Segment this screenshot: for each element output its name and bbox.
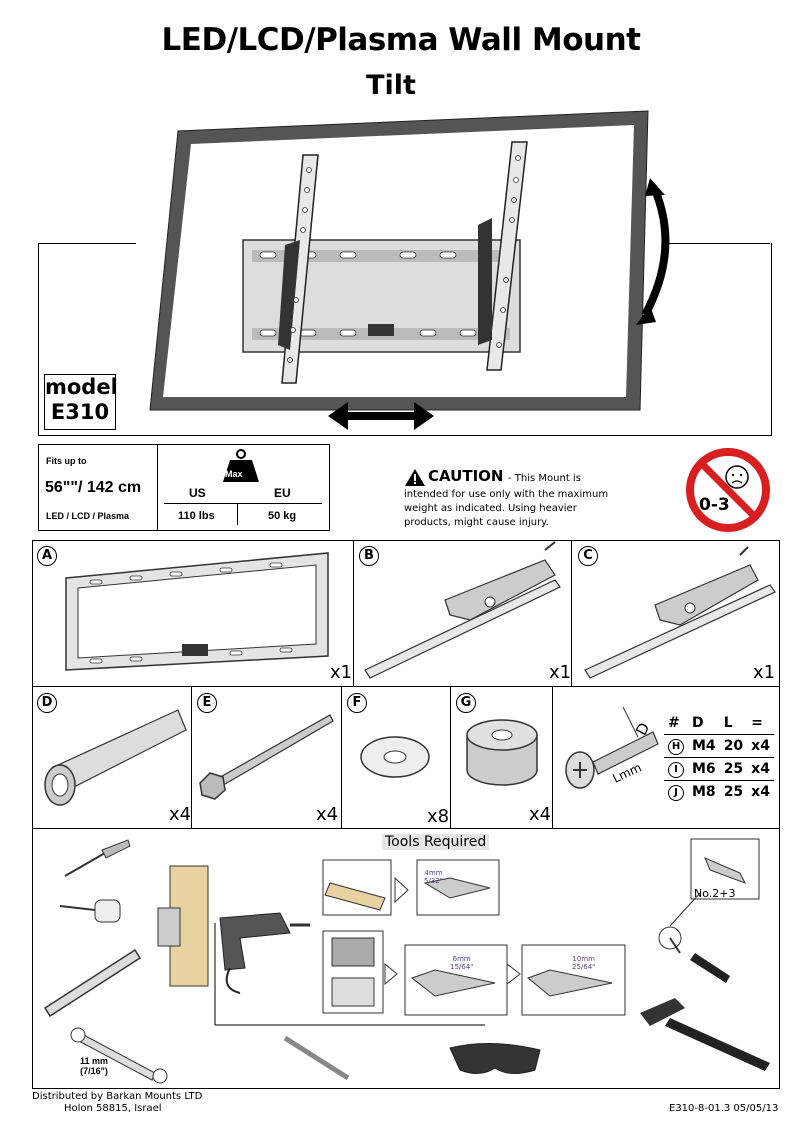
wrench-mm: 11 mm	[80, 1056, 109, 1066]
part-d-anchor	[44, 709, 187, 806]
screw-header-l: L	[723, 715, 733, 731]
part-a-qty: x1	[330, 662, 353, 683]
screw-row-j-q: x4	[751, 784, 770, 800]
part-f-label: F	[347, 693, 367, 713]
hero-frame-top-right	[665, 243, 770, 244]
screw-row-i-q: x4	[751, 761, 770, 777]
screw-row-h-d: M4	[692, 738, 716, 754]
drill3-in: 25/64"	[572, 963, 596, 971]
caution-text-2: intended for use only with the maximum	[404, 489, 609, 500]
tv-mount-illustration	[149, 110, 670, 430]
part-e-qty: x4	[316, 804, 339, 825]
fits-size: 56""/ 142 cm	[45, 479, 142, 496]
screw-header-d: D	[692, 715, 704, 731]
model-number: E310	[50, 400, 110, 424]
footer-distributor: Distributed by Barkan Mounts LTD Holon 5…	[32, 1091, 202, 1115]
part-a-wall-plate	[65, 552, 329, 671]
screw-bolt-icon	[565, 706, 659, 789]
us-value: 110 lbs	[178, 510, 215, 522]
screwdriver-label: No.2+3	[694, 887, 736, 900]
drill1-mm: 4mm	[424, 869, 443, 877]
eu-value: 50 kg	[268, 510, 297, 522]
part-e-screw	[199, 714, 334, 800]
eu-header: EU	[274, 486, 291, 500]
part-b-label: B	[359, 546, 379, 566]
drill3-label: 10mm 25/64"	[572, 955, 595, 971]
screw-header-q: =	[751, 715, 763, 731]
age-warning-label: 0-3	[699, 495, 730, 515]
screw-table: # D L = H M4 20 x4 I M6 25 x4 J M8 25 x4	[664, 712, 774, 803]
part-b-qty: x1	[549, 662, 572, 683]
screw-row-i-l: 25	[723, 761, 744, 777]
drill2-label: 6mm 15/64"	[450, 955, 473, 971]
weight-icon-label: Max	[225, 469, 243, 479]
page-subtitle: Tilt	[366, 70, 416, 101]
age-warning-icon	[686, 448, 770, 532]
model-box: model E310	[44, 374, 118, 430]
part-d-qty: x4	[169, 804, 192, 825]
part-a-label: A	[37, 546, 57, 566]
fits-label: Fits up to	[46, 456, 87, 466]
fits-box: Fits up to 56""/ 142 cm LED / LCD / Plas…	[38, 444, 330, 531]
wrench-in: (7/16")	[80, 1066, 108, 1076]
footer-dist-line2: Holon 58815, Israel	[64, 1103, 162, 1114]
footer-dist-line1: Distributed by Barkan Mounts LTD	[32, 1091, 203, 1102]
caution-title: CAUTION	[428, 467, 504, 485]
weight-icon	[223, 449, 259, 482]
caution-text: intended for use only with the maximum w…	[404, 488, 608, 530]
caution-text-3: weight as indicated. Using heavier	[404, 503, 577, 514]
part-e-label: E	[197, 693, 217, 713]
screw-row-h-id: H	[668, 739, 684, 755]
drill1-in: 5/32"	[424, 877, 443, 885]
screw-row-i-id: I	[668, 762, 684, 778]
caution-text-4: products, might cause injury.	[404, 517, 549, 528]
screw-row-h-l: 20	[723, 738, 744, 754]
caution-text-1: - This Mount is	[508, 473, 581, 484]
part-g-spacer	[466, 719, 538, 786]
drill2-mm: 6mm	[452, 955, 471, 963]
screw-header-id: #	[668, 715, 680, 731]
part-f-qty: x8	[427, 806, 450, 827]
part-c-qty: x1	[753, 662, 776, 683]
hero-frame	[38, 243, 772, 436]
tools-illustration	[43, 838, 770, 1084]
drill2-in: 15/64"	[450, 963, 474, 971]
part-g-qty: x4	[529, 804, 552, 825]
part-c-label: C	[578, 546, 598, 566]
screw-row-i-d: M6	[692, 761, 716, 777]
screw-row-j-l: 25	[723, 784, 744, 800]
drill3-mm: 10mm	[572, 955, 595, 963]
warning-icon	[405, 469, 425, 486]
part-b-arm	[364, 541, 561, 679]
screw-row-h-q: x4	[751, 738, 770, 754]
footer-code: E310-8-01.3 05/05/13	[669, 1103, 779, 1114]
screw-row-j-id: J	[668, 785, 684, 801]
part-c-arm	[584, 546, 776, 679]
fits-types: LED / LCD / Plasma	[46, 511, 130, 521]
model-label: model	[45, 375, 118, 399]
hero-frame-top-left	[38, 243, 136, 244]
parts-grid	[32, 540, 780, 1089]
part-f-washer	[360, 736, 430, 778]
wrench-label: 11 mm (7/16")	[80, 1056, 108, 1076]
us-header: US	[189, 486, 206, 500]
screw-row-j-d: M8	[692, 784, 716, 800]
page-title: LED/LCD/Plasma Wall Mount	[161, 22, 641, 58]
tools-title: Tools Required	[382, 834, 490, 850]
part-d-label: D	[37, 693, 57, 713]
drill1-label: 4mm 5/32"	[424, 869, 443, 885]
part-g-label: G	[456, 693, 476, 713]
